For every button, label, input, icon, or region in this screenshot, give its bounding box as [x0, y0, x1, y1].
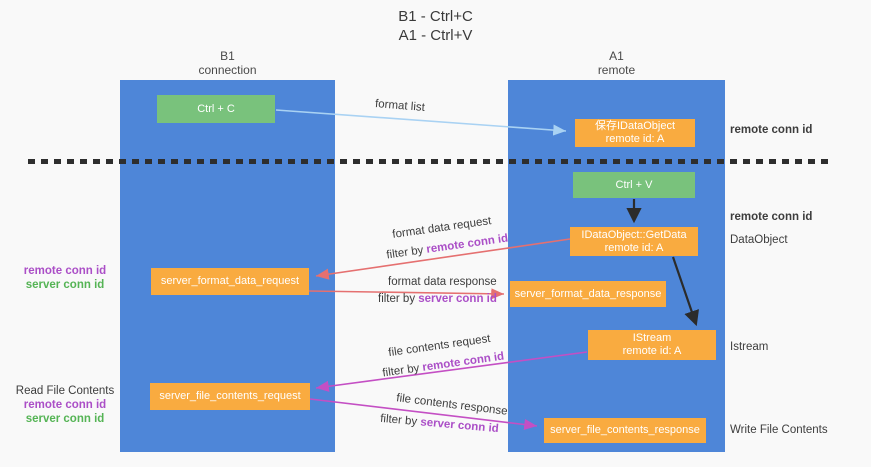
istream-line2: remote id: A [622, 345, 682, 357]
istream-annotation: Istream [730, 341, 769, 353]
ctrl-c-node: Ctrl + C [157, 95, 275, 123]
server-conn-id-annotation: server conn id [25, 278, 105, 291]
column-a1-name: A1 [609, 49, 624, 63]
server-format-data-response-label: server_format_data_response [514, 287, 662, 300]
column-b1-role: connection [198, 63, 257, 77]
ctrl-v-node: Ctrl + V [573, 172, 695, 198]
server-file-contents-response-label: server_file_contents_response [550, 424, 700, 436]
title-line-1: B1 - Ctrl+C [398, 8, 473, 25]
remote-conn-id-text: remote conn id [421, 350, 505, 374]
save-idataobject-line1: 保存IDataObject [594, 120, 676, 132]
diagram-title: B1 - Ctrl+C A1 - Ctrl+V [0, 7, 871, 45]
format-request-conn-ids: remote conn id server conn id [0, 265, 130, 292]
server-conn-id-text: server conn id [418, 293, 497, 305]
save-idataobject-node: 保存IDataObject remote id: A [575, 119, 695, 147]
column-a1-role: remote [597, 63, 636, 77]
read-file-contents-annotation-group: Read File Contents remote conn id server… [0, 384, 130, 426]
column-b1-name: B1 [220, 49, 235, 63]
remote-conn-id-annotation: remote conn id [23, 399, 107, 411]
dataobject-annotation: DataObject [730, 234, 788, 246]
server-conn-id-annotation: server conn id [25, 412, 105, 425]
server-format-data-request-label: server_format_data_request [160, 275, 300, 287]
server-file-contents-request-label: server_file_contents_request [159, 390, 301, 402]
server-file-contents-response-node: server_file_contents_response [544, 418, 706, 443]
column-header-b1: B1 connection [120, 49, 335, 77]
read-file-contents-label: Read File Contents [15, 385, 115, 397]
title-line-2: A1 - Ctrl+V [398, 27, 473, 44]
server-format-data-response-node: server_format_data_response [510, 281, 666, 307]
server-format-data-request-node: server_format_data_request [151, 268, 309, 295]
ctrl-v-label: Ctrl + V [615, 178, 653, 191]
file-contents-response-filter-label: filter by server conn id [380, 413, 499, 435]
copy-paste-separator-dashed-line [28, 159, 832, 164]
filter-by-text: filter by [385, 243, 428, 262]
format-data-response-label: format data response [388, 276, 497, 288]
filter-by-text: filter by [381, 361, 424, 380]
format-data-response-filter-label: filter by server conn id [378, 293, 497, 305]
getdata-line2: remote id: A [604, 241, 664, 254]
write-file-contents-annotation: Write File Contents [730, 424, 828, 436]
save-idataobject-line2: remote id: A [605, 133, 665, 145]
istream-line1: IStream [632, 332, 672, 344]
remote-conn-id-text: remote conn id [425, 232, 509, 256]
idataobject-getdata-node: IDataObject::GetData remote id: A [570, 227, 698, 256]
remote-conn-id-annotation: remote conn id [23, 265, 107, 277]
getdata-remote-conn-id: remote conn id [730, 211, 813, 223]
filter-by-text: filter by [379, 412, 421, 429]
save-idataobject-remote-conn-id: remote conn id [730, 124, 813, 136]
column-header-a1: A1 remote [508, 49, 725, 77]
filter-by-text: filter by [378, 293, 419, 305]
server-conn-id-text: server conn id [419, 416, 500, 436]
format-list-label: format list [374, 98, 426, 114]
getdata-line1: IDataObject::GetData [581, 228, 687, 241]
istream-node: IStream remote id: A [588, 330, 716, 360]
file-contents-response-label: file contents response [395, 392, 509, 418]
ctrl-c-label: Ctrl + C [197, 102, 235, 115]
server-file-contents-request-node: server_file_contents_request [150, 383, 310, 410]
